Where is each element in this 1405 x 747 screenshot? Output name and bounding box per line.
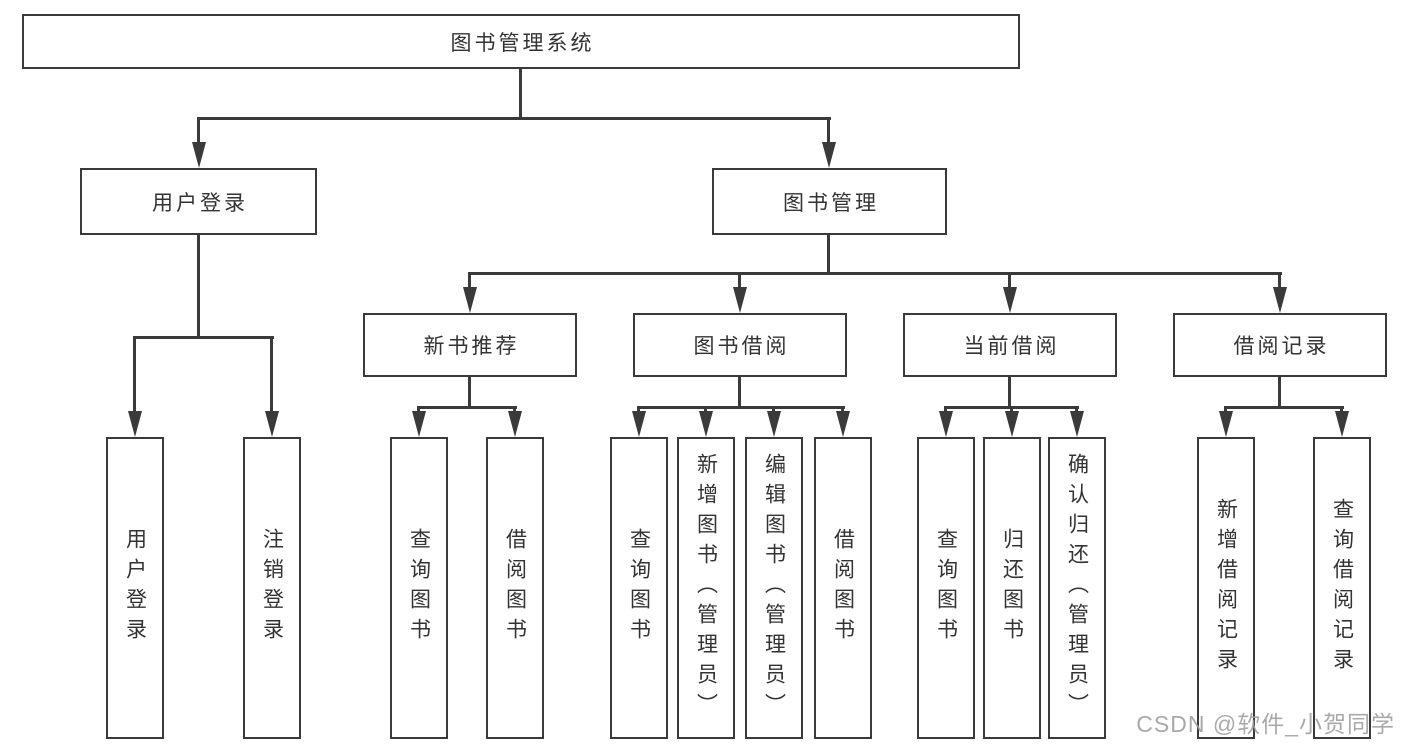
- node-borrow-records: 借阅记录: [1173, 313, 1387, 377]
- edge-borrow-records-rail: [1224, 406, 1344, 409]
- arrowhead-query-record: [1335, 411, 1349, 437]
- arrowhead-book-mgmt: [822, 142, 836, 168]
- arrowhead-book-borrow: [733, 287, 747, 313]
- arrowhead-user-login: [192, 142, 206, 168]
- leaf-confirm-return-admin: 确认归还（管理员）: [1048, 437, 1106, 739]
- edge-drop-add-record: [1224, 406, 1227, 413]
- edge-drop-book-borrow: [738, 272, 741, 289]
- edge-drop-leaf-logout: [270, 336, 273, 413]
- edge-book-borrow-rail: [637, 406, 845, 409]
- edge-drop-query-book-current: [944, 406, 947, 413]
- edge-current-borrow-stem: [1008, 377, 1011, 408]
- node-book-mgmt: 图书管理: [712, 168, 947, 235]
- leaf-borrow-book-rec: 借阅图书: [486, 437, 544, 739]
- arrowhead-query-book-borrow: [632, 411, 646, 437]
- edge-drop-query-book-borrow: [637, 406, 640, 413]
- edge-drop-current-borrow: [1008, 272, 1011, 289]
- edge-book-mgmt-rail: [468, 272, 1282, 275]
- arrowhead-borrow-book-rec: [508, 411, 522, 437]
- arrowhead-query-book-current: [939, 411, 953, 437]
- node-current-borrow: 当前借阅: [903, 313, 1117, 377]
- edge-root-rail: [197, 117, 831, 120]
- arrowhead-add-record: [1219, 411, 1233, 437]
- edge-drop-borrow-book-borrow: [841, 406, 844, 413]
- edge-drop-return-book: [1010, 406, 1013, 413]
- arrowhead-query-book-rec: [412, 411, 426, 437]
- edge-new-book-rec-rail: [417, 406, 517, 409]
- arrowhead-current-borrow: [1003, 287, 1017, 313]
- leaf-borrow-book-borrow: 借阅图书: [814, 437, 872, 739]
- node-book-borrow: 图书借阅: [633, 313, 847, 377]
- leaf-add-book-admin: 新增图书（管理员）: [677, 437, 735, 739]
- edge-drop-query-book-rec: [417, 406, 420, 413]
- leaf-add-borrow-record: 新增借阅记录: [1197, 437, 1255, 739]
- edge-user-login-rail: [133, 336, 274, 339]
- edge-drop-confirm-return: [1075, 406, 1078, 413]
- arrowhead-edit-book: [767, 411, 781, 437]
- arrowhead-add-book: [699, 411, 713, 437]
- edge-drop-borrow-book-rec: [513, 406, 516, 413]
- node-new-book-rec: 新书推荐: [363, 313, 577, 377]
- edge-drop-edit-book: [772, 406, 775, 413]
- node-user-login: 用户登录: [80, 168, 317, 235]
- edge-drop-query-record: [1340, 406, 1343, 413]
- edge-root-stem: [519, 69, 522, 117]
- edge-borrow-records-stem: [1278, 377, 1281, 408]
- leaf-query-book-rec: 查询图书: [390, 437, 448, 739]
- edge-user-login-stem: [197, 235, 200, 337]
- arrowhead-borrow-records: [1273, 287, 1287, 313]
- edge-drop-user-login: [197, 117, 200, 145]
- arrowhead-confirm-return: [1070, 411, 1084, 437]
- leaf-query-borrow-record: 查询借阅记录: [1313, 437, 1371, 739]
- leaf-edit-book-admin: 编辑图书（管理员）: [745, 437, 803, 739]
- leaf-query-book-current: 查询图书: [917, 437, 975, 739]
- arrowhead-leaf-user-login: [128, 411, 142, 437]
- edge-drop-book-mgmt: [827, 117, 830, 145]
- edge-new-book-rec-stem: [468, 377, 471, 408]
- arrowhead-new-book-rec: [463, 287, 477, 313]
- csdn-watermark: CSDN @软件_小贺同学: [1136, 711, 1395, 737]
- leaf-user-login: 用户登录: [106, 437, 164, 739]
- arrowhead-borrow-book-borrow: [836, 411, 850, 437]
- leaf-query-book-borrow: 查询图书: [610, 437, 668, 739]
- arrowhead-return-book: [1005, 411, 1019, 437]
- edge-book-borrow-stem: [738, 377, 741, 408]
- arrowhead-leaf-logout: [265, 411, 279, 437]
- edge-drop-leaf-user-login: [133, 336, 136, 413]
- edge-drop-new-book-rec: [468, 272, 471, 289]
- edge-book-mgmt-stem: [827, 235, 830, 274]
- edge-drop-add-book: [704, 406, 707, 413]
- edge-drop-borrow-records: [1278, 272, 1281, 289]
- leaf-logout: 注销登录: [243, 437, 301, 739]
- leaf-return-book: 归还图书: [983, 437, 1041, 739]
- node-root-system: 图书管理系统: [22, 14, 1020, 69]
